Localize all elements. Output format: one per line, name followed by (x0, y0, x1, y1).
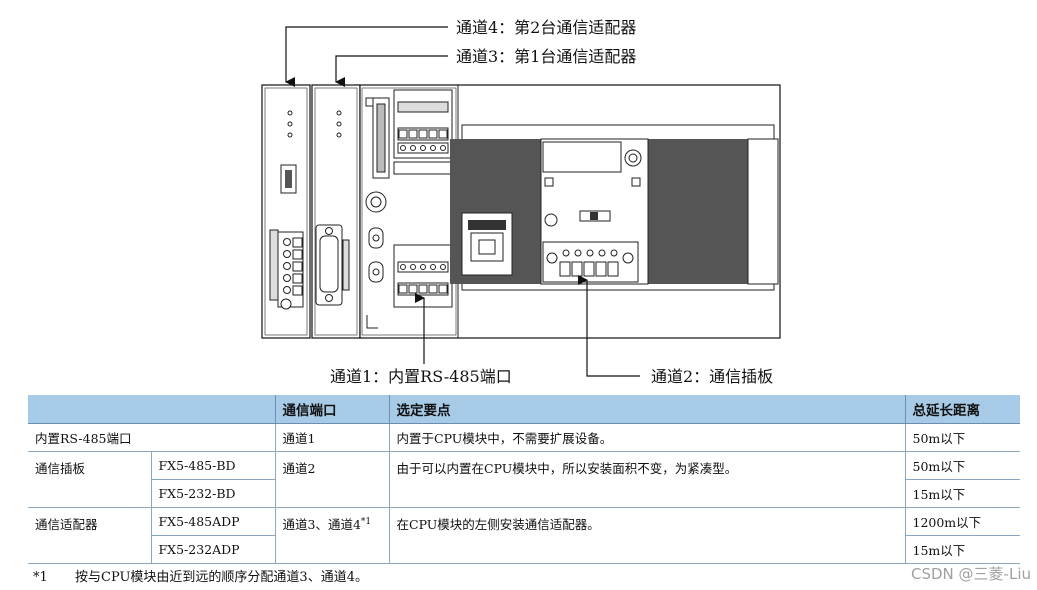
table-row: 通信适配器 FX5-485ADP 通道3、通道4*1 在CPU模块的左侧安装通信… (28, 507, 1020, 564)
hardware-diagram: 通道4：第2台通信适配器 通道3：第1台通信适配器 通道1：内置RS-485端口… (261, 18, 781, 386)
cell-point: 内置于CPU模块中，不需要扩展设备。 (388, 423, 905, 452)
cell-port-text: 通道3、通道4 (282, 517, 361, 532)
table-row: 通信插板 FX5-485-BD 通道2 由于可以内置在CPU模块中，所以安装面积… (28, 451, 1020, 508)
callout-ch3: 通道3：第1台通信适配器 (456, 47, 636, 66)
cell-port: 通道3、通道4*1 (274, 507, 389, 564)
footnote: *1 按与CPU模块由近到远的顺序分配通道3、通道4。 (33, 566, 368, 585)
footnote-mark: *1 (33, 570, 48, 585)
cell-device: 通信适配器 (28, 507, 151, 564)
table-header-row: 通信端口 选定要点 总延长距离 (28, 395, 1020, 424)
callout-ch4: 通道4：第2台通信适配器 (456, 18, 636, 37)
callout-line-ch2 (578, 275, 640, 377)
callout-line-ch3 (335, 55, 448, 87)
cell-distance: 50m以下 (904, 423, 1020, 452)
cell-model: FX5-485-BD (150, 451, 275, 480)
callout-ch1: 通道1：内置RS-485端口 (330, 367, 512, 386)
header-port: 通信端口 (274, 395, 389, 424)
table-row: FX5-232ADP 15m以下 (28, 535, 1020, 564)
cell-distance: 1200m以下 (904, 507, 1020, 536)
cell-port: 通道2 (274, 451, 389, 508)
adapter-module-2 (261, 84, 311, 339)
cell-device: 内置RS-485端口 (28, 423, 275, 452)
header-distance: 总延长距离 (904, 395, 1020, 424)
comparison-table: 通信端口 选定要点 总延长距离 内置RS-485端口 通道1 内置于CPU模块中… (28, 395, 1020, 564)
cell-model: FX5-232-BD (150, 479, 275, 508)
cell-point: 在CPU模块的左侧安装通信适配器。 (388, 507, 905, 564)
cpu-module (359, 84, 781, 339)
adapter-module-1 (311, 84, 361, 339)
cell-distance: 15m以下 (904, 535, 1020, 564)
table-row: FX5-232-BD 15m以下 (28, 479, 1020, 508)
table-row: 内置RS-485端口 通道1 内置于CPU模块中，不需要扩展设备。 50m以下 (28, 423, 1020, 452)
watermark: CSDN @三菱-Liu (911, 565, 1031, 583)
cell-point: 由于可以内置在CPU模块中，所以安装面积不变，为紧凑型。 (388, 451, 905, 508)
cell-distance: 15m以下 (904, 479, 1020, 508)
cell-distance: 50m以下 (904, 451, 1020, 480)
cell-model: FX5-232ADP (150, 535, 275, 564)
header-point: 选定要点 (388, 395, 905, 424)
footnote-ref: *1 (360, 516, 372, 527)
cell-port: 通道1 (274, 423, 389, 452)
header-device (28, 395, 275, 424)
footnote-text: 按与CPU模块由近到远的顺序分配通道3、通道4。 (75, 570, 368, 585)
callout-line-ch4 (285, 26, 448, 87)
cell-device: 通信插板 (28, 451, 151, 508)
callout-ch2: 通道2：通信插板 (651, 367, 773, 386)
cell-model: FX5-485ADP (150, 507, 275, 536)
